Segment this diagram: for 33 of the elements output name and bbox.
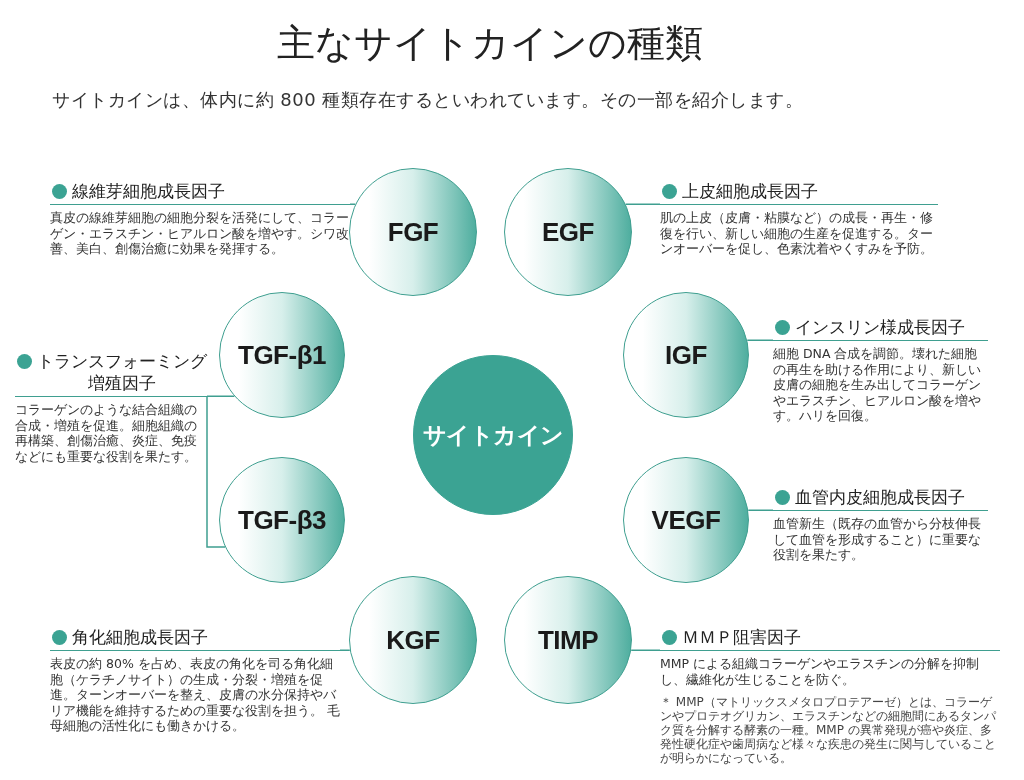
section-heading: 血管内皮細胞成長因子 [795, 487, 965, 507]
section-heading: インスリン様成長因子 [795, 317, 965, 337]
connector-line [630, 649, 661, 651]
factor-circle: TIMP [504, 576, 632, 704]
description-text: 細胞 DNA 合成を調節。壊れた細胞の再生を助ける作用により、新しい皮膚の細胞を生み出してコラーゲンやエラスチン、ヒアルロン酸を増やす。ハリを回復。 [773, 346, 982, 424]
description-text: 表皮の約 80% を占め、表皮の角化を司る角化細胞（ケラチノサイト）の生成・分裂・増殖を促進。ターンオーバーを整え、皮膚の水分保持やバリア機能を維持するための重要な役割を担う。 毛母細胞の活性化にも働きかける。 [50, 656, 340, 734]
section-heading: 角化細胞成長因子 [72, 627, 208, 647]
title: 主なサイトカインの種類 [276, 20, 704, 67]
factor-circle: VEGF [623, 457, 749, 583]
description-text: 血管新生（既存の血管から分枝伸長して血管を形成すること）に重要な役割を果たす。 [773, 516, 982, 563]
connector-line [349, 203, 357, 205]
description-text: 真皮の線維芽細胞の細胞分裂を活発にして、コラーゲン・エラスチン・ヒアルロン酸を増やす。シワ改善、美白、創傷治癒に効果を発揮する。 [50, 210, 350, 257]
section-heading: 線維芽細胞成長因子 [72, 181, 225, 201]
factor-circle: FGF [349, 168, 477, 296]
factor-circle: IGF [623, 292, 749, 418]
footnote-text: ＊ MMP（マトリックスメタロプロテアーゼ）とは、コラーゲンやプロテオグリカン、エラスチンなどの細胞間にあるタンパク質を分解する酵素の一種。MMP の異常発現が癌や炎症、多発性硬化症や歯周病など様々な疾患の発生に関与していることが明らかになっている。 [660, 695, 997, 765]
description-text: 肌の上皮（皮膚・粘膜など）の成長・再生・修復を行い、新しい細胞の生産を促進する。ターンオーバーを促し、色素沈着やくすみを予防。 [660, 210, 934, 257]
subtitle-text: サイトカインは、体内に約 800 種類存在するといわれています。その一部を紹介します。 [52, 88, 804, 112]
center-circle: サイトカイン [413, 355, 573, 515]
factor-circle: TGF-β1 [219, 292, 345, 418]
section-heading: 上皮細胞成長因子 [682, 181, 818, 201]
connector-line [339, 649, 351, 651]
section-heading: トランスフォーミング増殖因子 [37, 351, 207, 393]
connector-line [747, 509, 774, 511]
connector-line [206, 395, 226, 548]
factor-circle: KGF [349, 576, 477, 704]
factor-circle: EGF [504, 168, 632, 296]
connector-line [746, 339, 774, 341]
description-text: コラーゲンのような結合組織の合成・増殖を促進。細胞組織の再構築、創傷治癒、炎症、免疫などにも重要な役割を果たす。 [15, 402, 198, 464]
connector-line [624, 203, 661, 205]
factor-circle: TGF-β3 [219, 457, 345, 583]
description-text: MMP による組織コラーゲンやエラスチンの分解を抑制し、繊維化が生じることを防ぐ。 [660, 656, 981, 687]
section-heading: ＭＭＰ阻害因子 [682, 627, 801, 647]
